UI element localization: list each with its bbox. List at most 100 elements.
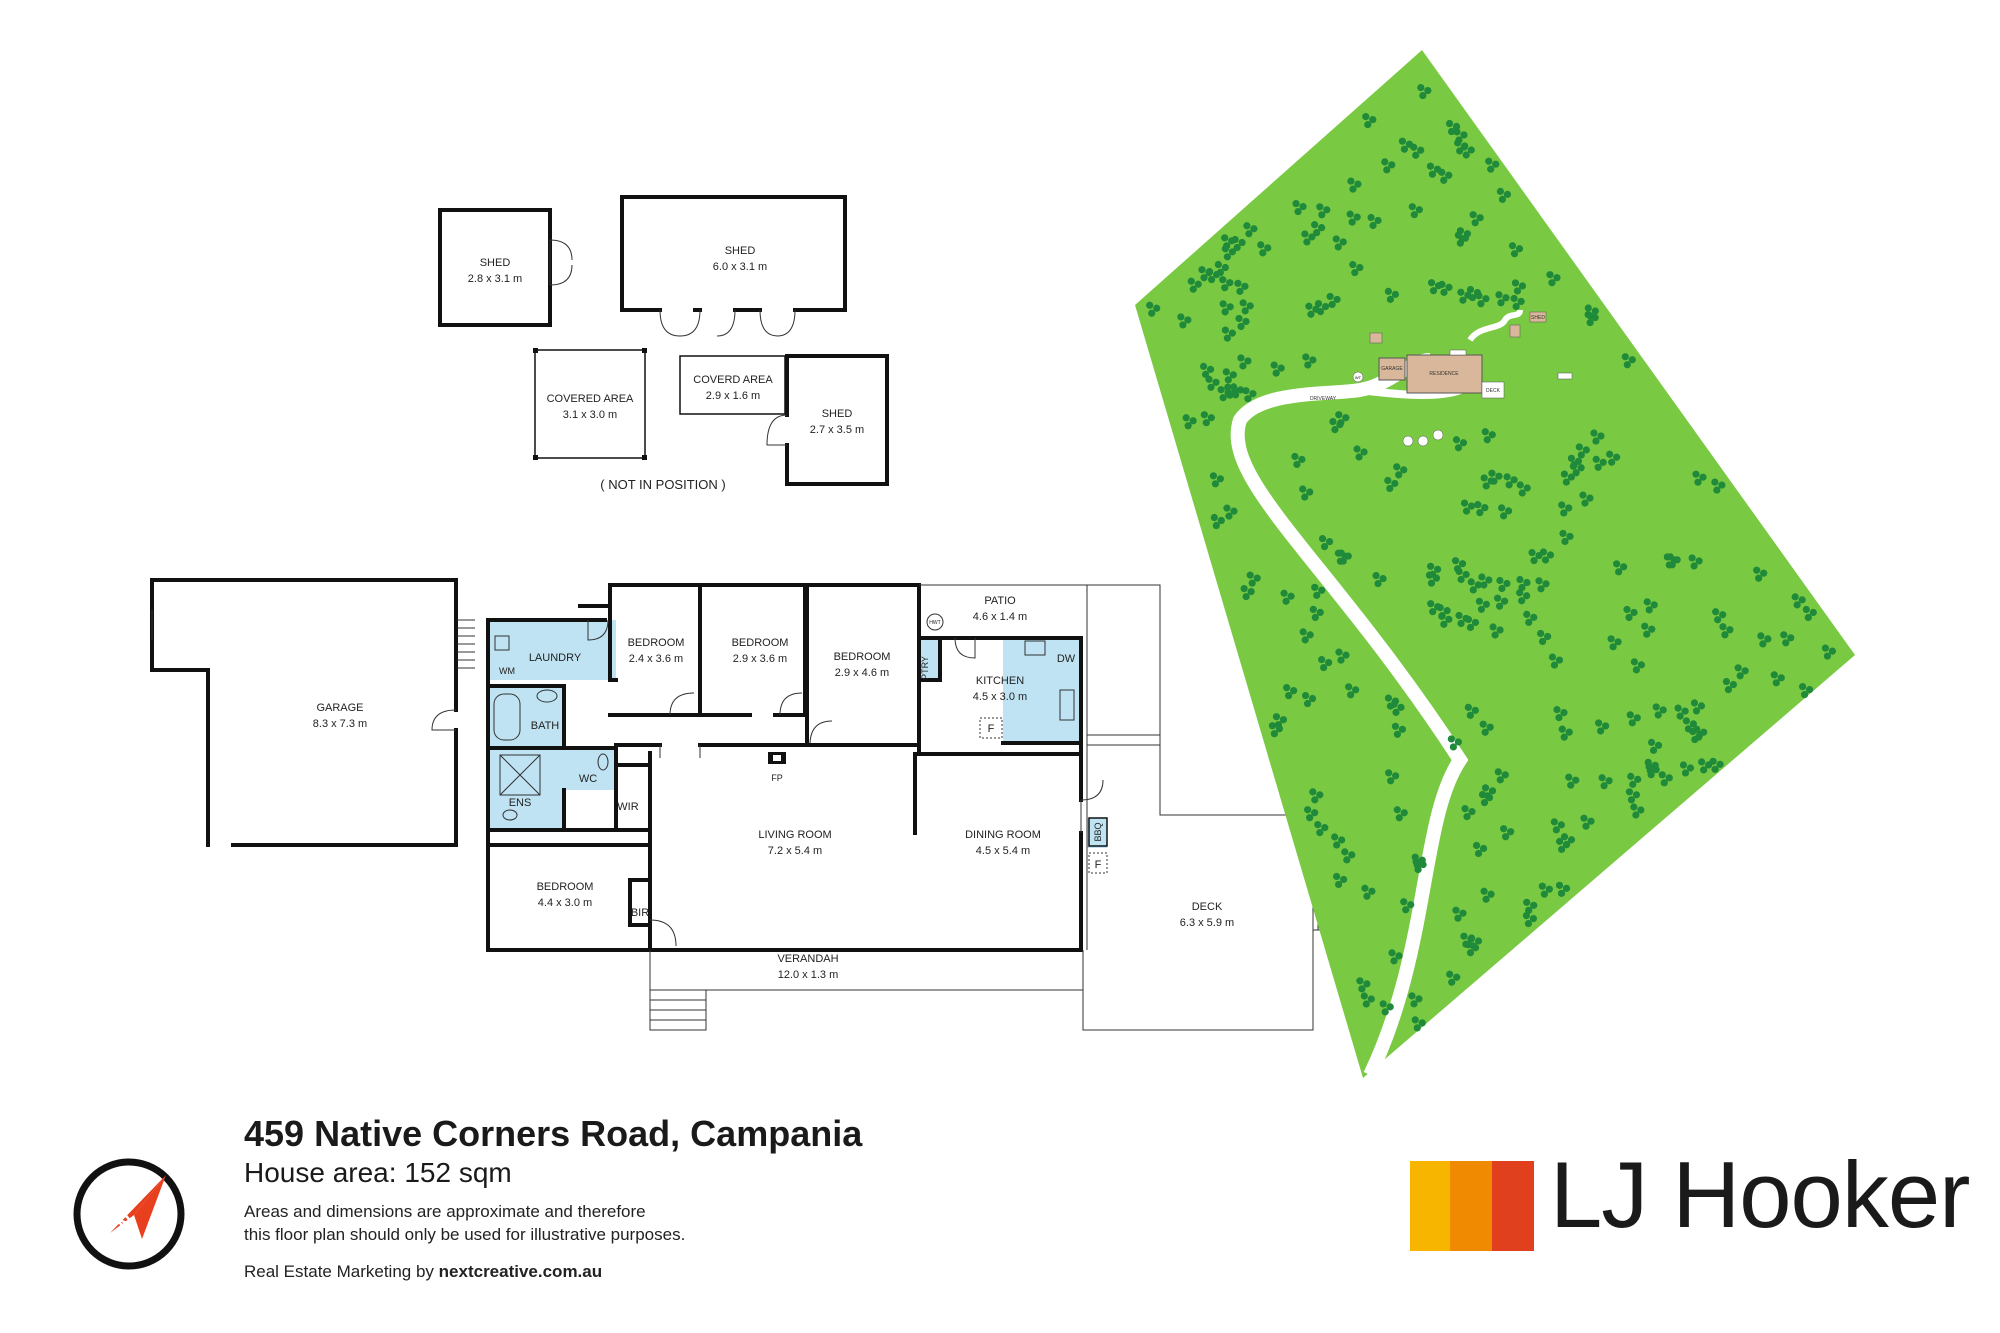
tree-icon bbox=[1434, 603, 1442, 611]
garage-label: GARAGE bbox=[316, 702, 363, 714]
tree-icon bbox=[1681, 769, 1690, 777]
tree-cluster bbox=[1467, 578, 1482, 594]
tree-icon bbox=[1510, 294, 1518, 303]
tree-icon bbox=[1440, 176, 1448, 184]
tree-cluster bbox=[1146, 301, 1161, 317]
tree-icon bbox=[1311, 613, 1319, 622]
tree-cluster bbox=[1821, 644, 1837, 660]
tree-icon bbox=[1244, 395, 1252, 403]
tree-icon bbox=[1637, 806, 1645, 814]
tree-icon bbox=[1712, 608, 1720, 616]
tree-cluster bbox=[1372, 571, 1387, 588]
tree-icon bbox=[1427, 562, 1435, 570]
tree-icon bbox=[1391, 722, 1400, 730]
credit-site-link[interactable]: nextcreative.com.au bbox=[438, 1262, 603, 1281]
tree-cluster bbox=[1280, 589, 1295, 605]
tree-icon bbox=[1523, 898, 1531, 906]
tree-icon bbox=[1189, 285, 1197, 293]
tree-icon bbox=[1313, 591, 1321, 599]
tree-icon bbox=[1230, 507, 1238, 515]
tree-icon bbox=[1510, 250, 1519, 258]
tree-icon bbox=[1242, 317, 1250, 326]
tree-icon bbox=[1381, 158, 1389, 166]
tree-icon bbox=[1722, 677, 1731, 686]
tree-cluster bbox=[1475, 597, 1490, 613]
tree-icon bbox=[1411, 1016, 1419, 1024]
tree-icon bbox=[1523, 610, 1531, 618]
tree-cluster bbox=[1461, 805, 1476, 821]
tree-icon bbox=[1452, 436, 1461, 444]
tree-icon bbox=[1318, 586, 1326, 594]
tree-cluster bbox=[1345, 683, 1360, 699]
tree-icon bbox=[1821, 644, 1830, 652]
tree-icon bbox=[1424, 86, 1432, 95]
tree-icon bbox=[1560, 833, 1569, 841]
tree-icon bbox=[1468, 293, 1477, 302]
tree-icon bbox=[1694, 478, 1702, 486]
tree-cluster bbox=[1427, 562, 1442, 578]
tree-icon bbox=[1696, 730, 1704, 739]
marketing-credit: Real Estate Marketing by nextcreative.co… bbox=[244, 1262, 1004, 1282]
tree-icon bbox=[1511, 279, 1520, 287]
tree-icon bbox=[1587, 817, 1595, 825]
tree-cluster bbox=[1757, 632, 1772, 648]
tree-icon bbox=[1238, 238, 1246, 247]
tree-icon bbox=[1584, 311, 1592, 319]
tree-cluster bbox=[1299, 628, 1314, 644]
tree-cluster bbox=[1257, 241, 1272, 257]
tree-icon bbox=[1496, 576, 1504, 585]
tree-icon bbox=[1471, 618, 1480, 627]
shed-large-dims: 6.0 x 3.1 m bbox=[713, 261, 767, 273]
disclaimer-line-2: this floor plan should only be used for … bbox=[244, 1225, 686, 1244]
tree-icon bbox=[1560, 509, 1568, 517]
tree-icon bbox=[1562, 478, 1570, 486]
tree-icon bbox=[1454, 738, 1462, 746]
tree-icon bbox=[1390, 700, 1398, 708]
tree-cluster bbox=[1446, 970, 1461, 986]
tree-icon bbox=[1555, 656, 1564, 664]
tree-icon bbox=[1537, 585, 1545, 593]
tree-cluster bbox=[1451, 557, 1467, 573]
tree-cluster bbox=[1460, 499, 1476, 515]
tree-icon bbox=[1644, 758, 1652, 766]
tree-cluster bbox=[1500, 825, 1515, 841]
tree-icon bbox=[1443, 607, 1451, 615]
tree-cluster bbox=[1309, 788, 1324, 804]
tree-icon bbox=[1523, 592, 1531, 600]
tree-icon bbox=[1428, 170, 1437, 178]
tree-icon bbox=[1447, 127, 1456, 136]
tree-icon bbox=[1223, 334, 1231, 342]
tree-icon bbox=[1560, 470, 1568, 478]
tree-icon bbox=[1427, 600, 1435, 608]
tree-cluster bbox=[1565, 773, 1580, 789]
tree-icon bbox=[1177, 313, 1185, 321]
tree-cluster bbox=[1379, 1000, 1394, 1016]
tree-icon bbox=[1537, 629, 1545, 638]
bedroom3-dims: 2.9 x 4.6 m bbox=[835, 667, 889, 679]
site-wt-label: WT bbox=[1355, 375, 1362, 380]
tree-icon bbox=[1242, 593, 1250, 601]
tree-icon bbox=[1625, 613, 1633, 622]
tree-icon bbox=[1301, 691, 1310, 700]
tree-icon bbox=[1355, 453, 1363, 461]
tree-icon bbox=[1476, 509, 1484, 517]
covered-area-1-label: COVERED AREA bbox=[547, 393, 634, 405]
tree-cluster bbox=[1689, 727, 1704, 744]
tree-icon bbox=[1716, 760, 1724, 768]
tree-icon bbox=[1477, 605, 1485, 613]
tree-icon bbox=[1711, 765, 1719, 773]
tree-icon bbox=[1306, 488, 1314, 496]
tree-icon bbox=[1736, 672, 1744, 680]
tree-icon bbox=[1686, 764, 1695, 772]
tree-icon bbox=[1346, 210, 1354, 218]
tree-icon bbox=[1630, 608, 1638, 617]
tree-icon bbox=[1787, 634, 1795, 642]
tree-icon bbox=[1391, 290, 1400, 298]
tree-icon bbox=[1302, 353, 1310, 361]
tree-cluster bbox=[1367, 213, 1382, 230]
tree-icon bbox=[1246, 571, 1254, 579]
tree-icon bbox=[1387, 777, 1395, 785]
tree-cluster bbox=[1584, 311, 1599, 327]
tree-cluster bbox=[1560, 470, 1575, 486]
tree-icon bbox=[1471, 706, 1479, 714]
